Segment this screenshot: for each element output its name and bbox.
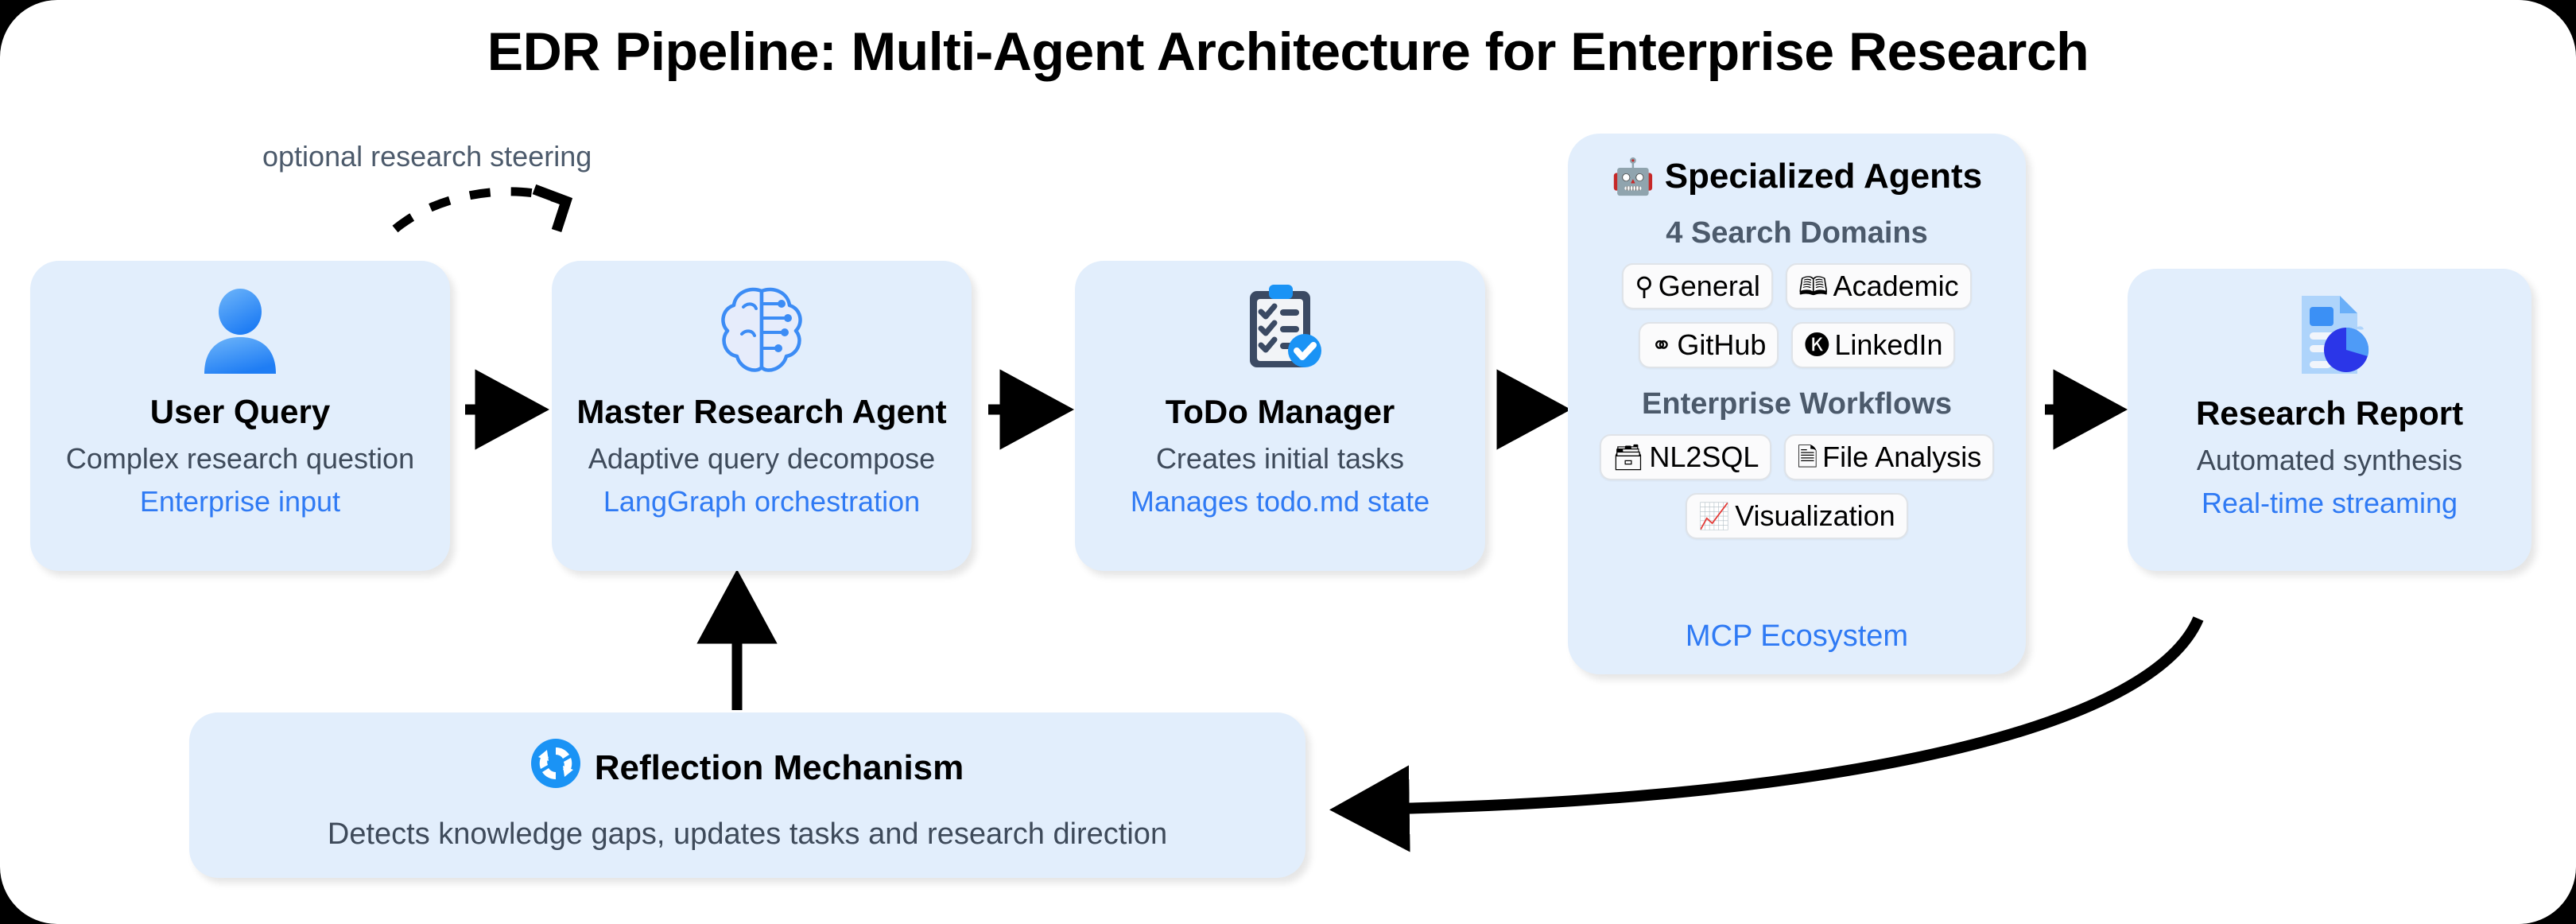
node-subtitle: Adaptive query decompose — [588, 442, 936, 475]
chip-nl2sql[interactable]: 🗃 NL2SQL — [1599, 434, 1772, 480]
panel-specialized-agents[interactable]: 🤖 Specialized Agents 4 Search Domains ⚲ … — [1568, 134, 2026, 674]
chip-linkedin[interactable]: 🅚 LinkedIn — [1791, 322, 1956, 368]
linkedin-icon: 🅚 — [1804, 331, 1830, 359]
node-todo-manager[interactable]: ToDo Manager Creates initial tasks Manag… — [1075, 261, 1485, 571]
chip-label: GitHub — [1677, 328, 1767, 361]
node-title: Master Research Agent — [576, 393, 947, 430]
open-book-icon: 🕮 — [1798, 272, 1829, 301]
enterprise-workflows-label: Enterprise Workflows — [1642, 387, 1952, 421]
node-tag: Enterprise input — [139, 485, 341, 518]
chip-label: LinkedIn — [1834, 328, 1943, 361]
robot-icon: 🤖 — [1611, 157, 1655, 196]
chip-general[interactable]: ⚲ General — [1622, 263, 1773, 309]
reflection-subtitle: Detects knowledge gaps, updates tasks an… — [327, 817, 1168, 851]
file-search-icon: 🗎 — [1797, 443, 1818, 472]
workflow-row-1: 🗃 NL2SQL 🗎 File Analysis — [1568, 434, 2026, 480]
page-title: EDR Pipeline: Multi-Agent Architecture f… — [487, 21, 2089, 82]
brain-circuit-icon — [712, 285, 812, 377]
panel-tag: MCP Ecosystem — [1685, 619, 1909, 653]
node-title: Research Report — [2195, 394, 2464, 432]
user-avatar-icon — [192, 288, 288, 375]
node-tag: LangGraph orchestration — [603, 485, 921, 518]
steering-dashed-arrow — [392, 187, 564, 233]
node-user-query[interactable]: User Query Complex research question Ent… — [30, 261, 450, 571]
panel-heading: 🤖 Specialized Agents — [1612, 156, 1982, 197]
search-domain-row-2: ⚭ GitHub 🅚 LinkedIn — [1568, 322, 2026, 368]
github-icon: ⚭ — [1651, 331, 1673, 359]
reflection-heading: Reflection Mechanism — [530, 739, 964, 797]
search-domains-label: 4 Search Domains — [1666, 216, 1928, 250]
workflow-row-2: 📈 Visualization — [1568, 493, 2026, 539]
chip-github[interactable]: ⚭ GitHub — [1638, 322, 1779, 368]
chip-label: File Analysis — [1822, 441, 1982, 473]
node-subtitle: Complex research question — [65, 442, 415, 475]
node-subtitle: Automated synthesis — [2196, 444, 2463, 476]
node-tag: Manages todo.md state — [1130, 485, 1430, 518]
chip-label: NL2SQL — [1649, 441, 1759, 473]
clipboard-checklist-icon — [1231, 283, 1329, 375]
node-master-research-agent[interactable]: Master Research Agent Adaptive query dec… — [552, 261, 972, 571]
bar-chart-icon: 📈 — [1698, 502, 1731, 530]
panel-heading-label: Specialized Agents — [1664, 157, 1983, 196]
node-title: User Query — [149, 393, 331, 430]
node-tag: Real-time streaming — [2201, 487, 2458, 519]
node-subtitle: Creates initial tasks — [1155, 442, 1405, 475]
chip-label: General — [1658, 270, 1760, 302]
chip-visualization[interactable]: 📈 Visualization — [1686, 493, 1908, 539]
chip-file-analysis[interactable]: 🗎 File Analysis — [1784, 434, 1995, 480]
panel-reflection-mechanism[interactable]: Reflection Mechanism Detects knowledge g… — [189, 712, 1305, 878]
search-domain-row-1: ⚲ General 🕮 Academic — [1568, 263, 2026, 309]
node-title: ToDo Manager — [1165, 393, 1395, 430]
refresh-cycle-icon — [530, 739, 580, 797]
chip-academic[interactable]: 🕮 Academic — [1785, 263, 1972, 309]
chip-label: Academic — [1833, 270, 1959, 302]
reflection-title: Reflection Mechanism — [594, 747, 964, 787]
report-chart-icon — [2281, 291, 2378, 379]
chip-label: Visualization — [1735, 499, 1895, 532]
node-research-report[interactable]: Research Report Automated synthesis Real… — [2128, 269, 2531, 571]
steering-annotation-label: optional research steering — [262, 140, 592, 173]
database-icon: 🗃 — [1612, 443, 1645, 472]
magnifier-icon: ⚲ — [1635, 272, 1654, 301]
steering-arrowhead — [532, 184, 573, 233]
